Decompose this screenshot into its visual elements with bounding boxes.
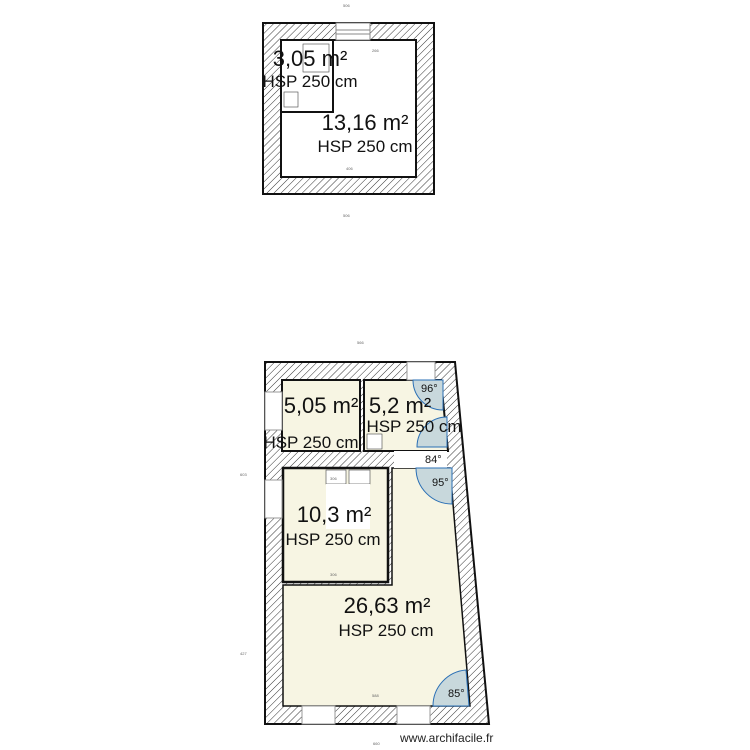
sink: [283, 91, 299, 108]
dim-label: 660: [373, 741, 380, 746]
room-height: HSP 250 cm: [338, 621, 433, 640]
window: [264, 391, 283, 431]
watermark: www.archifacile.fr: [399, 731, 493, 745]
door-angle: 96°: [421, 383, 438, 395]
door-swing[interactable]: [432, 669, 470, 707]
dim-label: 506: [343, 3, 350, 8]
door-swing[interactable]: [412, 379, 444, 411]
room-height: HSP 250 cm: [262, 72, 357, 91]
dim-label: 306: [330, 476, 337, 481]
room-area: 10,3 m²: [297, 502, 372, 527]
room-height: HSP 250 cm: [366, 417, 461, 436]
dim-label: 506: [343, 213, 350, 218]
bed-pillow: [348, 469, 371, 485]
door-swing[interactable]: [416, 416, 448, 448]
window: [406, 361, 436, 381]
shower: [302, 43, 330, 73]
window: [335, 22, 371, 41]
window: [396, 705, 431, 725]
door-swing[interactable]: [415, 467, 453, 505]
door-angle: 84°: [425, 454, 442, 466]
sink: [366, 433, 383, 450]
dim-label: 306: [330, 572, 337, 577]
bed: [326, 484, 370, 529]
room-5-05[interactable]: [281, 379, 361, 452]
dim-label: 603: [240, 472, 247, 477]
room-height: HSP 250 cm: [285, 530, 380, 549]
door-opening: [394, 451, 447, 468]
top-building: 266 406 506 506 3,05 m² HSP 250 cm 13,16…: [262, 3, 435, 218]
window: [264, 479, 283, 519]
bottom-building: 96° 84° 95° 85° 566 603 427 660 588 306 …: [240, 340, 491, 746]
room-height: HSP 250 cm: [317, 137, 412, 156]
room-area: 3,05 m²: [273, 46, 348, 71]
room-3-05[interactable]: [280, 39, 334, 113]
dim-label: 406: [346, 166, 353, 171]
room-area: 5,05 m²: [284, 393, 359, 418]
dim-label: 427: [240, 651, 247, 656]
room-area: 26,63 m²: [344, 593, 431, 618]
dim-label: 266: [372, 48, 379, 53]
door-angle: 85°: [448, 688, 465, 700]
door-angle: 95°: [432, 477, 449, 489]
dim-label: 566: [357, 340, 364, 345]
room-height: HSP 250 cm: [263, 433, 358, 452]
room-area: 5,2 m²: [369, 393, 431, 418]
dim-label: 588: [372, 693, 379, 698]
window: [301, 705, 336, 725]
room-area: 13,16 m²: [322, 110, 409, 135]
